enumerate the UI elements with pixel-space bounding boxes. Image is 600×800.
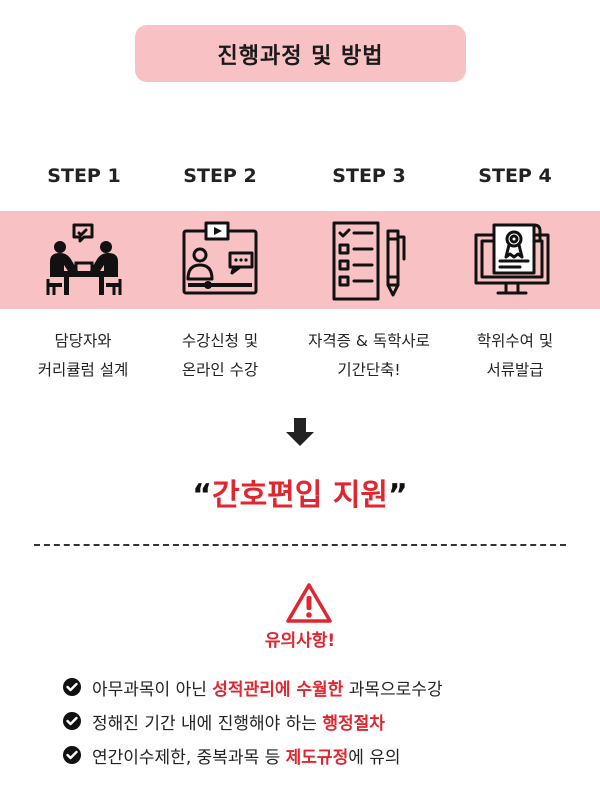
dashed-divider bbox=[34, 544, 566, 546]
close-quote: ” bbox=[388, 478, 408, 513]
step-4-label: STEP 4 bbox=[478, 165, 552, 187]
caution-item: 정해진 기간 내에 진행해야 하는 행정절차 bbox=[62, 704, 443, 738]
caution-item-1-text: 아무과목이 아닌 bbox=[92, 679, 213, 700]
step-2-label: STEP 2 bbox=[183, 165, 257, 187]
step-1-line-2: 커리큘럼 설계 bbox=[37, 361, 129, 379]
step-4-description: 학위수여 및 서류발급 bbox=[440, 327, 590, 385]
caution-item-2-highlight: 행정절차 bbox=[322, 713, 385, 734]
page-title: 진행과정 및 방법 bbox=[217, 43, 384, 69]
check-circle-icon bbox=[63, 746, 81, 764]
step-3-label: STEP 3 bbox=[332, 165, 406, 187]
step-3-description: 자격증 & 독학사로 기간단축! bbox=[294, 327, 444, 385]
step-4-line-1: 학위수여 및 bbox=[476, 332, 554, 350]
caution-item-3-after: 에 유의 bbox=[348, 747, 401, 768]
step-4-line-2: 서류발급 bbox=[486, 361, 544, 379]
caution-item-2-text: 정해진 기간 내에 진행해야 하는 bbox=[92, 713, 323, 734]
caution-item: 아무과목이 아닌 성적관리에 수월한 과목으로수강 bbox=[62, 670, 443, 704]
step-2-line-1: 수강신청 및 bbox=[181, 332, 259, 350]
caution-item-3-highlight: 제도규정 bbox=[285, 747, 349, 768]
checklist-icon bbox=[332, 221, 406, 301]
step-2-line-2: 온라인 수강 bbox=[181, 361, 259, 379]
support-heading: “간호편입 지원” bbox=[0, 470, 600, 514]
step-1-line-1: 담당자와 bbox=[54, 332, 112, 350]
title-banner: 진행과정 및 방법 bbox=[135, 25, 466, 82]
arrow-down-icon bbox=[286, 418, 314, 446]
warning-icon bbox=[286, 583, 332, 623]
caution-title: 유의사항! bbox=[264, 631, 336, 651]
certificate-monitor-icon bbox=[474, 223, 550, 295]
step-2-description: 수강신청 및 온라인 수강 bbox=[145, 327, 295, 385]
open-quote: “ bbox=[192, 478, 212, 513]
caution-item-1-highlight: 성적관리에 수월한 bbox=[212, 679, 344, 700]
step-1-label: STEP 1 bbox=[47, 165, 121, 187]
step-3-line-1: 자격증 & 독학사로 bbox=[308, 332, 430, 350]
step-3-line-2: 기간단축! bbox=[337, 361, 401, 379]
caution-list: 아무과목이 아닌 성적관리에 수월한 과목으로수강 정해진 기간 내에 진행해야… bbox=[62, 670, 443, 772]
caution-item-3-text: 연간이수제한, 중복과목 등 bbox=[92, 747, 286, 768]
step-1-description: 담당자와 커리큘럼 설계 bbox=[8, 327, 158, 385]
meeting-icon bbox=[46, 223, 122, 295]
caution-item: 연간이수제한, 중복과목 등 제도규정 에 유의 bbox=[62, 738, 443, 772]
online-video-icon bbox=[182, 221, 258, 295]
check-circle-icon bbox=[63, 712, 81, 730]
support-text: 간호편입 지원 bbox=[211, 478, 389, 513]
check-circle-icon bbox=[63, 678, 81, 696]
caution-item-1-after: 과목으로수강 bbox=[343, 679, 443, 700]
